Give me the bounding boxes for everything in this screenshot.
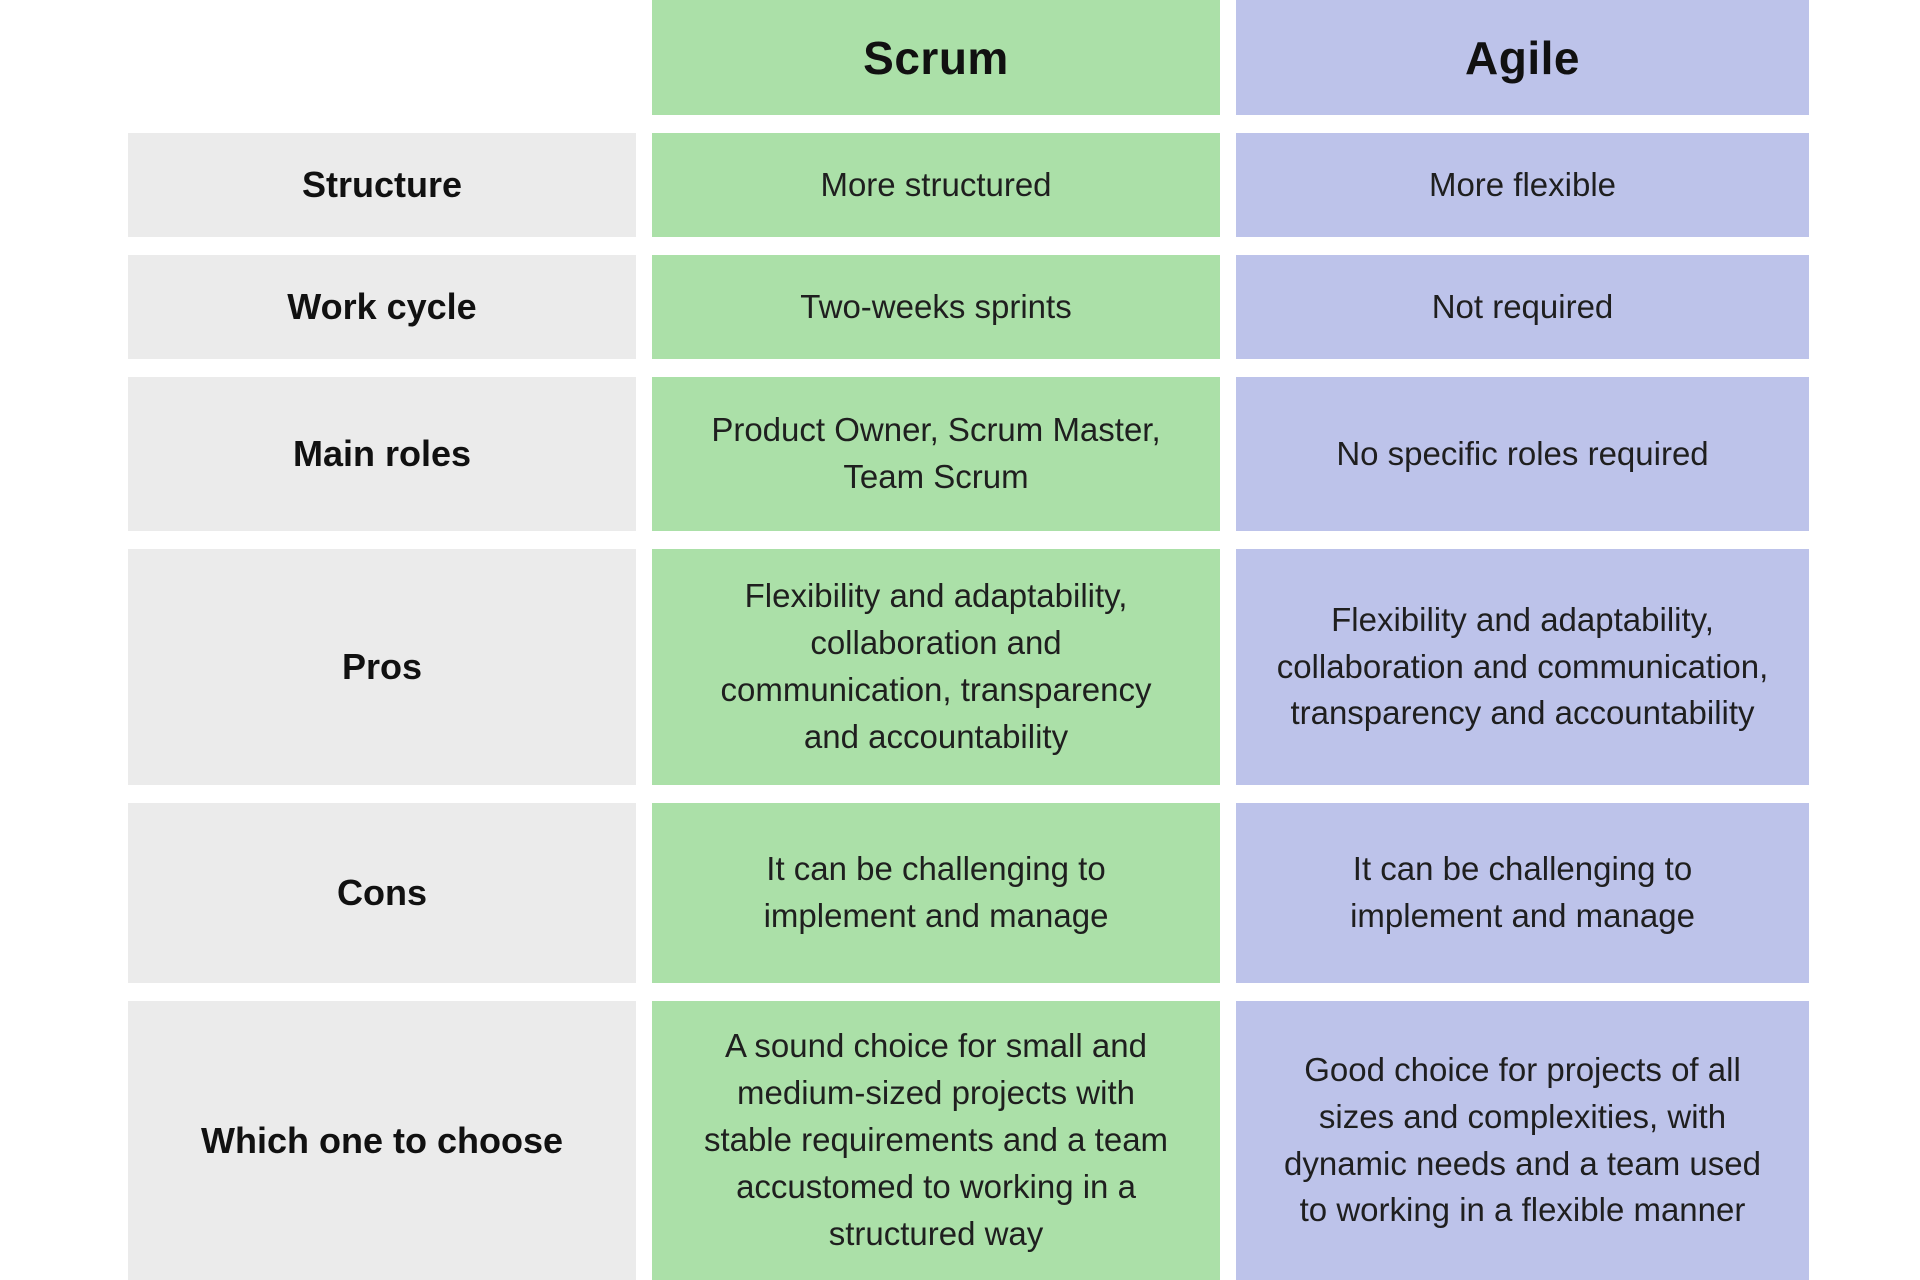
cell-structure-scrum: More structured: [652, 133, 1220, 237]
cell-work-cycle-scrum: Two-weeks sprints: [652, 255, 1220, 359]
row-label-main-roles: Main roles: [128, 377, 636, 531]
cell-pros-agile: Flexibility and adaptability, collaborat…: [1236, 549, 1809, 785]
column-header-scrum: Scrum: [652, 0, 1220, 115]
cell-main-roles-scrum: Product Owner, Scrum Master, Team Scrum: [652, 377, 1220, 531]
row-label-work-cycle: Work cycle: [128, 255, 636, 359]
cell-which-one-scrum: A sound choice for small and medium-size…: [652, 1001, 1220, 1280]
row-label-cons: Cons: [128, 803, 636, 983]
row-label-which-one-to-choose: Which one to choose: [128, 1001, 636, 1280]
cell-cons-agile: It can be challenging to implement and m…: [1236, 803, 1809, 983]
cell-which-one-agile: Good choice for projects of all sizes an…: [1236, 1001, 1809, 1280]
cell-cons-scrum: It can be challenging to implement and m…: [652, 803, 1220, 983]
row-label-structure: Structure: [128, 133, 636, 237]
row-label-pros: Pros: [128, 549, 636, 785]
column-header-agile: Agile: [1236, 0, 1809, 115]
cell-structure-agile: More flexible: [1236, 133, 1809, 237]
header-spacer-cell: [128, 0, 636, 115]
cell-main-roles-agile: No specific roles required: [1236, 377, 1809, 531]
comparison-table-grid: Scrum Agile Structure More structured Mo…: [128, 0, 1809, 1280]
cell-pros-scrum: Flexibility and adaptability, collaborat…: [652, 549, 1220, 785]
cell-work-cycle-agile: Not required: [1236, 255, 1809, 359]
